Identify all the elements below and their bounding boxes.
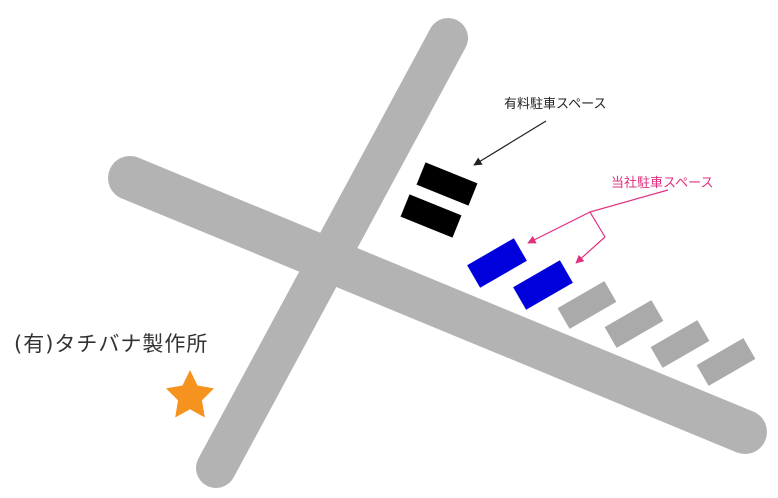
company-parking-arrows bbox=[527, 189, 669, 264]
parking-space bbox=[557, 281, 617, 329]
company-parking-arrow bbox=[575, 236, 606, 264]
paid-parking-spaces bbox=[400, 162, 478, 238]
factory-name-label: (有)タチバナ製作所 bbox=[14, 332, 209, 356]
company-parking-space bbox=[467, 238, 527, 288]
road-diagonal bbox=[108, 156, 767, 454]
star-icon bbox=[166, 370, 214, 418]
paid-parking-space bbox=[400, 194, 462, 238]
company-parking-bracket bbox=[589, 189, 669, 238]
company-parking-space bbox=[513, 260, 573, 310]
roads bbox=[108, 18, 767, 488]
parking-space bbox=[696, 338, 756, 386]
company-parking-label: 当社駐車スペース bbox=[611, 176, 714, 191]
parking-space bbox=[650, 320, 710, 368]
road-crossing bbox=[196, 18, 468, 488]
paid-parking-arrow bbox=[473, 120, 547, 166]
company-parking-arrow bbox=[527, 211, 591, 244]
company-parking-spaces bbox=[467, 238, 573, 310]
paid-parking-label: 有料駐車スペース bbox=[504, 97, 607, 112]
parking-space bbox=[604, 300, 664, 348]
paid-parking-space bbox=[416, 162, 478, 206]
other-parking-spaces bbox=[557, 281, 756, 386]
